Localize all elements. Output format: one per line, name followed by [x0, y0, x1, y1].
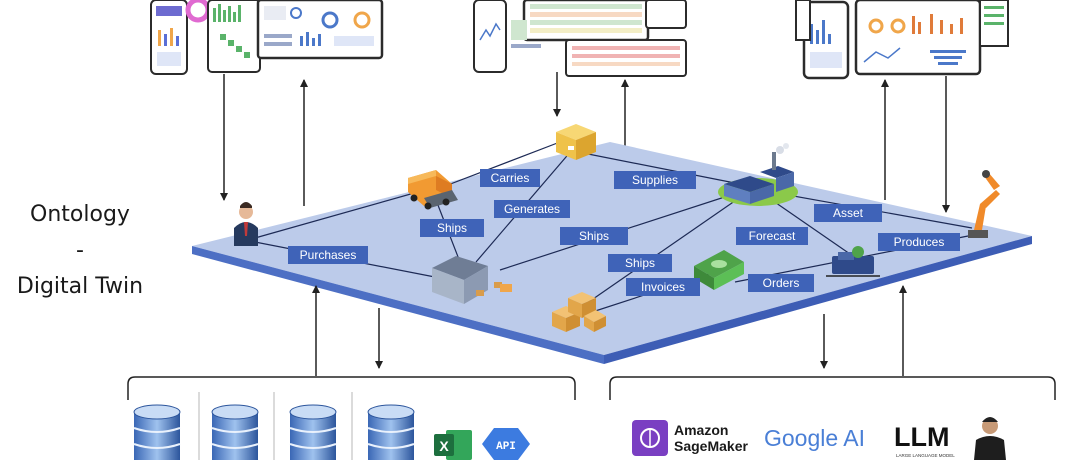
- label-purchases-text: Purchases: [300, 248, 357, 262]
- label-ships-3: Ships: [608, 254, 672, 272]
- api-icon: API: [482, 428, 530, 460]
- label-purchases: Purchases: [288, 246, 368, 264]
- llm-title: LLM: [894, 422, 949, 452]
- llm-logo: LLM LARGE LANGUAGE MODEL: [894, 422, 955, 458]
- warehouse-icon: [432, 256, 512, 304]
- label-supplies: Supplies: [614, 171, 696, 189]
- label-forecast: Forecast: [736, 227, 808, 245]
- label-ships-2-text: Ships: [579, 229, 609, 243]
- money-icon: [694, 250, 744, 290]
- robot-arm-icon: [968, 170, 1000, 238]
- label-produces-text: Produces: [894, 235, 945, 249]
- sagemaker-line2: SageMaker: [674, 438, 748, 454]
- avatar-icon: [974, 417, 1006, 460]
- dashboard-group-right: [795, 0, 1009, 80]
- label-orders-text: Orders: [763, 276, 800, 290]
- top-arrows: [220, 72, 950, 213]
- digital-twin-title: Digital Twin: [16, 274, 144, 299]
- label-forecast-text: Forecast: [749, 229, 796, 243]
- package-icon: [556, 124, 596, 160]
- label-ships-2: Ships: [560, 227, 628, 245]
- monitor-mockup: [795, 0, 811, 41]
- label-asset: Asset: [814, 204, 882, 222]
- label-asset-text: Asset: [833, 206, 864, 220]
- ontology-title: Ontology: [30, 202, 130, 227]
- api-icon-label: API: [496, 441, 516, 453]
- sagemaker-line1: Amazon: [674, 422, 728, 438]
- machine-icon: [826, 246, 880, 277]
- label-carries-text: Carries: [491, 171, 530, 185]
- label-generates-text: Generates: [504, 202, 560, 216]
- relation-labels: Carries Supplies Generates Ships Ships S…: [288, 169, 960, 296]
- truck-icon: [408, 170, 458, 210]
- donut-chart-icon: [185, 0, 211, 23]
- ontology-dash: -: [76, 238, 84, 263]
- label-generates: Generates: [494, 200, 570, 218]
- dashboard-group-middle: [473, 0, 687, 77]
- sagemaker-logo: Amazon SageMaker: [632, 420, 748, 456]
- excel-icon: X: [434, 430, 472, 460]
- label-orders: Orders: [748, 274, 814, 292]
- label-invoices: Invoices: [626, 278, 700, 296]
- llm-subtitle: LARGE LANGUAGE MODEL: [896, 453, 955, 458]
- database-icon-3: [289, 404, 337, 460]
- label-ships-1-text: Ships: [437, 221, 467, 235]
- database-icon-1: [133, 404, 181, 460]
- boxes-icon: [552, 292, 606, 332]
- bottom-arrows: [312, 285, 907, 376]
- label-ships-3-text: Ships: [625, 256, 655, 270]
- google-ai-logo: Google AI: [764, 425, 865, 451]
- label-ships-1: Ships: [420, 219, 484, 237]
- excel-icon-letter: X: [439, 438, 449, 454]
- database-icon-4: [367, 404, 415, 460]
- bottom-braces: [127, 376, 1056, 460]
- ontology-platform: [192, 142, 1032, 364]
- person-icon: [234, 202, 258, 246]
- label-produces: Produces: [878, 233, 960, 251]
- tablet-mockup: [854, 0, 982, 76]
- factory-icon: [718, 143, 798, 206]
- label-supplies-text: Supplies: [632, 173, 678, 187]
- label-invoices-text: Invoices: [641, 280, 685, 294]
- label-carries: Carries: [480, 169, 540, 187]
- tablet-mockup-right: [645, 0, 687, 29]
- dashboard-group-left: [150, 0, 384, 75]
- database-icon-2: [211, 404, 259, 460]
